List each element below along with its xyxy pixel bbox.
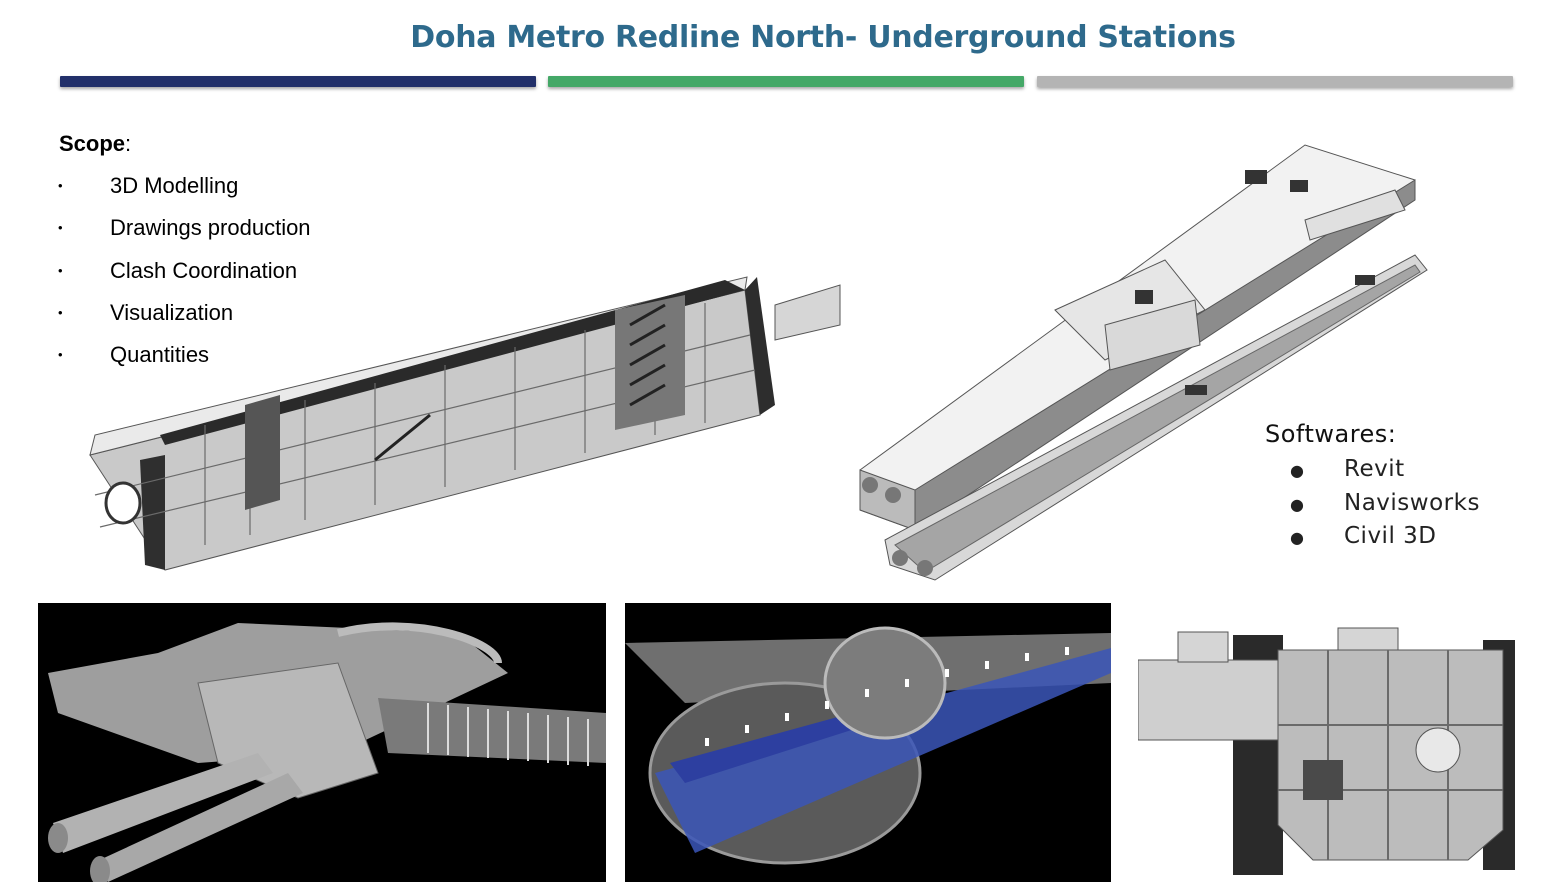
- exploded-station-model-image: [855, 140, 1435, 585]
- scope-label: Scope: [59, 131, 126, 156]
- station-cross-section-image: [1138, 620, 1518, 880]
- bullet-icon: •: [58, 304, 63, 320]
- bullet-icon: ●: [1290, 494, 1305, 514]
- bullet-icon: •: [58, 178, 63, 193]
- bullet-icon: •: [58, 262, 63, 278]
- scope-colon: :: [125, 131, 132, 156]
- bullet-icon: •: [58, 347, 63, 363]
- accent-bar-green: [548, 76, 1024, 87]
- station-tunnels-render-image: [38, 603, 606, 882]
- bullet-icon: •: [58, 220, 63, 236]
- tunnel-interior-render-image: [625, 603, 1111, 882]
- accent-bar-gray: [1037, 76, 1513, 87]
- bullet-icon: ●: [1290, 461, 1305, 480]
- bullet-icon: ●: [1290, 528, 1305, 547]
- scope-heading: Scope:: [59, 131, 131, 157]
- page-title: Doha Metro Redline North- Underground St…: [410, 20, 1236, 55]
- station-section-model-image: [85, 265, 845, 580]
- softwares-heading: Softwares:: [1265, 420, 1397, 448]
- accent-bar-navy: [60, 76, 536, 87]
